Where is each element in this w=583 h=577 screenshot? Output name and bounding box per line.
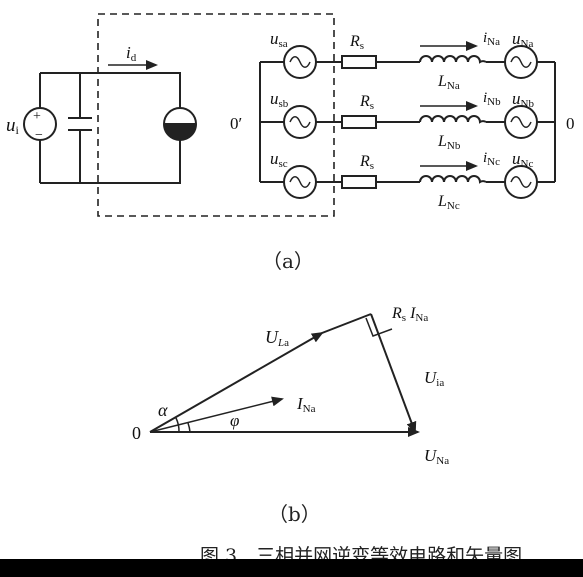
phase-c-row: usc Rs iNc uNc LNc (260, 149, 555, 212)
usc-label: usc (270, 149, 288, 170)
ULa-vector (149, 332, 324, 433)
ui-label: ui (6, 115, 20, 137)
alpha-arc (175, 417, 180, 433)
inverter-dashed-box (97, 13, 335, 217)
UNa-label: UNa (424, 446, 449, 467)
right-angle-mark (365, 317, 393, 337)
node-0-prime-label: 0′ (230, 114, 242, 133)
phi-label: φ (230, 411, 239, 430)
Uia-vector (370, 313, 417, 434)
dc-voltage-source (23, 107, 57, 141)
current-source-fill (164, 124, 196, 140)
origin-label: 0 (132, 423, 141, 443)
rs-label-a: Rs (349, 33, 364, 52)
uNc-label: uNc (512, 149, 533, 170)
rs-label-b: Rs (359, 93, 374, 112)
INa-vector (149, 396, 284, 433)
uNa-label: uNa (512, 29, 533, 50)
uNc-source (504, 165, 538, 199)
rs-resistor-c (341, 175, 377, 189)
usb-source (283, 105, 317, 139)
INa-label: INa (296, 394, 316, 415)
node-0-label: 0 (566, 114, 575, 133)
alpha-label: α (158, 400, 168, 420)
inductor-c (419, 175, 487, 184)
phi-arc (187, 422, 191, 433)
id-label: id (126, 43, 137, 64)
rs-resistor-a (341, 55, 377, 69)
uNb-source (504, 105, 538, 139)
caption-b: （b） (268, 502, 321, 526)
phase-a-row: usa Rs iNa uNa LNa (260, 29, 555, 92)
circuit-diagram: + − ui id 0′ 0 usa Rs (6, 13, 575, 273)
usc-source (283, 165, 317, 199)
usb-label: usb (270, 89, 289, 110)
phase-b-row: usb Rs iNb uNb LNb (260, 89, 555, 152)
rs-label-c: Rs (359, 153, 374, 172)
rs-resistor-b (341, 115, 377, 129)
dc-bottom-wire (40, 140, 181, 184)
inductor-a (419, 55, 487, 64)
capacitor (68, 117, 92, 131)
dc-top-wire (40, 72, 181, 108)
uNa-source (504, 45, 538, 79)
LNc-label: LNc (437, 193, 460, 212)
iNc-label: iNc (483, 150, 500, 168)
minus-sign: − (35, 128, 43, 143)
LNa-label: LNa (437, 73, 460, 92)
uNb-label: uNb (512, 89, 534, 110)
ULa-extension (321, 313, 372, 334)
plus-sign: + (33, 109, 41, 124)
iNa-label: iNa (483, 30, 500, 48)
bottom-black-band (0, 559, 583, 577)
inductor-b (419, 115, 487, 124)
ULa-label: ULa (265, 327, 289, 349)
iNb-label: iNb (483, 90, 501, 108)
caption-a: （a） (262, 249, 314, 273)
usa-source (283, 45, 317, 79)
usa-label: usa (270, 29, 288, 50)
Uia-label: Uia (424, 368, 444, 389)
LNb-label: LNb (437, 133, 461, 152)
